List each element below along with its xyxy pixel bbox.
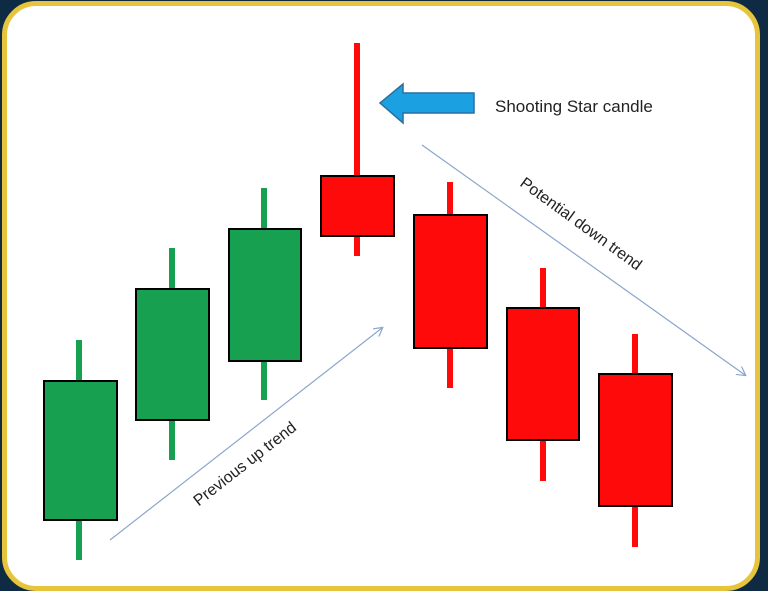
shooting-star-label: Shooting Star candle [495, 97, 653, 116]
candle-bearish-3 [598, 334, 673, 547]
candle-bearish-1 [413, 182, 488, 388]
candle-shooting-star [320, 43, 395, 256]
down-trend-label: Potential down trend [517, 175, 645, 274]
candle-bullish-1 [43, 340, 118, 560]
down-trend-line [421, 144, 745, 375]
candle-bullish-2 [135, 248, 210, 460]
left-arrow-icon [378, 82, 475, 125]
candle-bullish-3 [228, 188, 302, 400]
up-trend-line [109, 328, 382, 541]
candle-bearish-2 [506, 268, 580, 481]
